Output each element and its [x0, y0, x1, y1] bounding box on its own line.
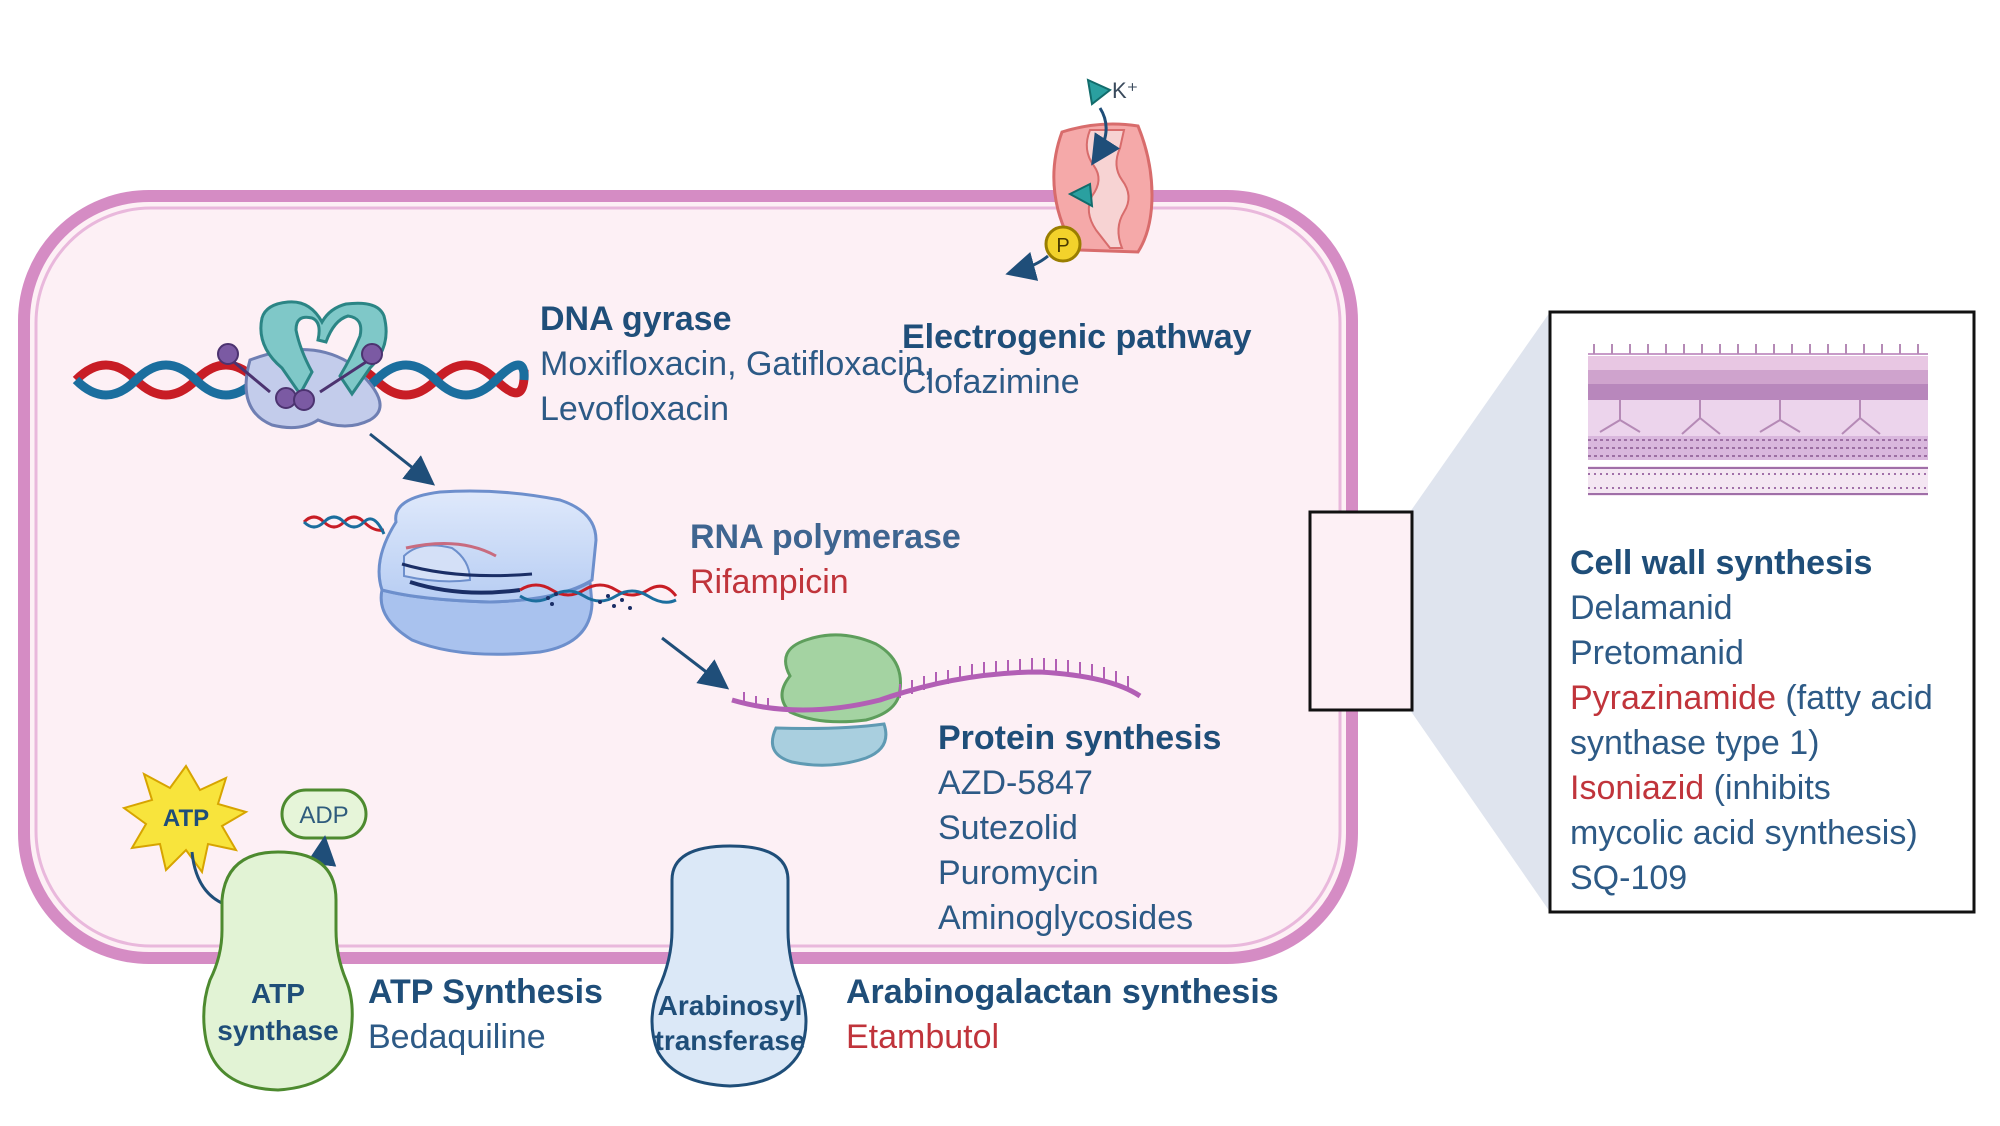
potassium-ion-icon	[1086, 78, 1112, 106]
rna-polymerase-enzyme	[377, 489, 598, 656]
pyrazinamide-note-line2: synthase type 1)	[1570, 724, 1819, 762]
dna-gyrase-drugs-line2: Levofloxacin	[540, 390, 729, 428]
protein-synthesis-drug-sutezolid: Sutezolid	[938, 809, 1078, 847]
arrow-gyrase-to-rnap	[369, 432, 436, 486]
isoniazid-note: (inhibits	[1704, 769, 1831, 807]
atp-synthesis-drug-bedaquiline: Bedaquiline	[368, 1018, 546, 1056]
pyrazinamide-note: (fatty acid	[1776, 679, 1933, 717]
isoniazid-note-line2: mycolic acid synthesis)	[1570, 814, 1918, 852]
atp-starburst-icon: ATP	[121, 764, 249, 875]
rna-polymerase-title: RNA polymerase	[690, 518, 961, 556]
cell-wall-title: Cell wall synthesis	[1570, 544, 1872, 582]
dna-gyrase-drugs-line1: Moxifloxacin, Gatifloxacin,	[540, 345, 933, 383]
mrna-strand	[731, 658, 1142, 713]
atp-synthase-label-line2: synthase	[217, 1015, 338, 1046]
zoom-region-box	[1308, 510, 1414, 712]
protein-synthesis-drug-azd5847: AZD-5847	[938, 764, 1093, 802]
phosphate-icon	[1044, 225, 1082, 263]
potassium-ion-label: K⁺	[1112, 78, 1138, 103]
atp-synthase-label-line1: ATP	[251, 978, 305, 1009]
phosphate-label: P	[1056, 235, 1069, 257]
rna-polymerase-drug-rifampicin: Rifampicin	[690, 563, 849, 601]
rna-transcript	[302, 515, 678, 610]
cell-wall-drug-isoniazid: Isoniazid (inhibits	[1570, 769, 1831, 807]
cell-wall-drug-pretomanid: Pretomanid	[1570, 634, 1744, 672]
arabinosyl-label-line1: Arabinosyl	[658, 990, 803, 1021]
electrogenic-drug-clofazimine: Clofazimine	[902, 363, 1080, 401]
cell-wall-drug-pyrazinamide: Pyrazinamide (fatty acid	[1570, 679, 1933, 717]
arabinogalactan-drug-etambutol: Etambutol	[846, 1018, 999, 1056]
atp-label: ATP	[163, 805, 209, 832]
cell-wall-panel: Cell wall synthesis Delamanid Pretomanid…	[1548, 310, 1976, 914]
cell-wall-drug-delamanid: Delamanid	[1570, 589, 1733, 627]
protein-synthesis-drug-puromycin: Puromycin	[938, 854, 1099, 892]
arabinosyl-transferase-enzyme: Arabinosyl transferase	[650, 844, 808, 1088]
adp-label: ADP	[299, 802, 348, 829]
pyrazinamide-name: Pyrazinamide	[1570, 679, 1776, 717]
arrow-rnap-to-ribosome	[661, 636, 730, 690]
arabinogalactan-title: Arabinogalactan synthesis	[846, 973, 1279, 1011]
electrogenic-title: Electrogenic pathway	[902, 318, 1252, 356]
cell-wall-illustration	[1588, 344, 1928, 496]
protein-synthesis-title: Protein synthesis	[938, 719, 1221, 757]
cell-wall-drug-sq109: SQ-109	[1570, 859, 1687, 897]
adp-badge: ADP	[280, 788, 368, 840]
protein-synthesis-drug-aminoglycosides: Aminoglycosides	[938, 899, 1193, 937]
atp-synthesis-title: ATP Synthesis	[368, 973, 603, 1011]
dna-gyrase-title: DNA gyrase	[540, 300, 731, 338]
isoniazid-name: Isoniazid	[1570, 769, 1704, 807]
electrogenic-transporter: K⁺ P	[1005, 78, 1154, 281]
zoom-connector	[1410, 312, 1550, 912]
potassium-ion-inside-icon	[1067, 182, 1094, 208]
dna-gyrase-enzyme	[217, 300, 388, 430]
atp-synthase-enzyme: ATP synthase	[202, 850, 354, 1092]
arabinosyl-label-line2: transferase	[655, 1025, 806, 1056]
